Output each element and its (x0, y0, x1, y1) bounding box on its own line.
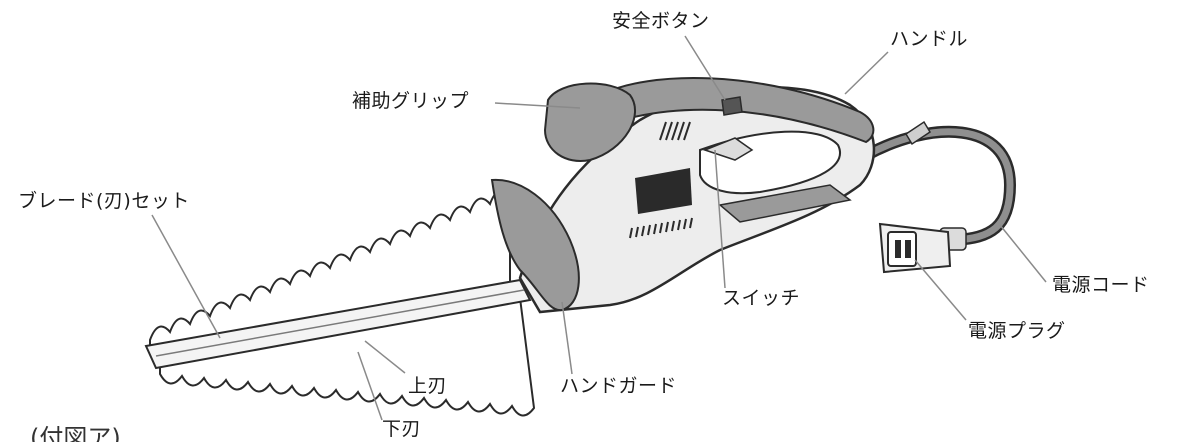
label-lower-blade: 下刃 (382, 418, 422, 440)
label-upper-blade: 上刃 (408, 375, 448, 397)
lower-accent-panel (718, 184, 852, 223)
label-blade-set: ブレード(刃)セット (18, 190, 190, 212)
label-handle: ハンドル (890, 28, 969, 50)
leader-handle (844, 51, 889, 95)
leader-lines (151, 35, 1047, 421)
figure-caption: (付図ア) (30, 424, 121, 442)
leader-lower-blade (357, 351, 383, 421)
trimmer-body (518, 77, 876, 314)
safety-button-shape (721, 96, 743, 116)
leader-upper-blade (364, 340, 406, 374)
blade-set (144, 189, 536, 417)
hand-guard-shape (490, 178, 580, 312)
label-aux-grip: 補助グリップ (352, 90, 470, 112)
aux-grip-shape (543, 82, 636, 162)
leader-hand-guard (561, 301, 573, 375)
leader-power-plug (914, 259, 967, 321)
lower-blade-teeth (159, 296, 536, 417)
vent-slots-bottom (629, 217, 693, 239)
leader-switch (714, 149, 726, 289)
leader-blade-set (151, 214, 221, 339)
label-power-plug: 電源プラグ (968, 320, 1066, 342)
leader-safety-button (684, 35, 726, 101)
power-plug (878, 222, 967, 274)
upper-blade-teeth (149, 189, 511, 350)
leader-aux-grip (494, 102, 581, 109)
cord-strain-relief (904, 120, 932, 146)
blade-bar-center-line (155, 289, 525, 357)
label-switch: スイッチ (722, 287, 801, 309)
label-panel (635, 168, 692, 214)
vent-slots-top (659, 121, 691, 141)
label-safety-button: 安全ボタン (612, 10, 710, 32)
label-power-cord: 電源コード (1052, 274, 1150, 296)
switch-trigger (702, 137, 754, 161)
leader-power-cord (999, 224, 1047, 283)
label-hand-guard: ハンドガード (560, 375, 678, 397)
